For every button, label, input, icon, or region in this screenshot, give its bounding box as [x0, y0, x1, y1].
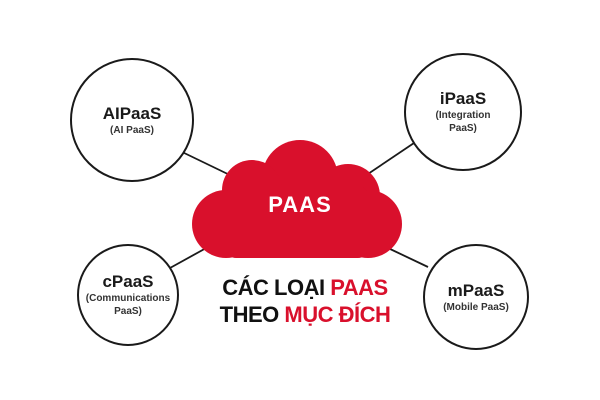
node-subtitle: (Communications PaaS)	[85, 293, 171, 317]
headline-line-1: CÁC LOẠI PAAS	[190, 274, 420, 301]
node-ipaas: iPaaS (Integration PaaS)	[404, 53, 522, 171]
node-title: iPaaS	[439, 89, 487, 108]
headline-line-2: THEO MỤC ĐÍCH	[190, 301, 420, 328]
headline-accent-text: PAAS	[330, 275, 388, 300]
node-title: AIPaaS	[102, 103, 162, 123]
node-subtitle: (Mobile PaaS)	[443, 301, 509, 313]
connector-ipaas	[361, 142, 415, 179]
node-subtitle: (AI PaaS)	[110, 124, 154, 136]
headline-dark-text: CÁC LOẠI	[222, 275, 325, 300]
cloud-icon	[192, 140, 402, 258]
connector-aipaas	[177, 149, 237, 179]
connector-cpaas	[169, 246, 209, 269]
headline-accent-text: MỤC ĐÍCH	[284, 302, 391, 327]
node-cpaas: cPaaS (Communications PaaS)	[77, 244, 179, 346]
cloud-label: PAAS	[268, 192, 332, 217]
connector-mpaas	[387, 247, 429, 268]
node-title: mPaaS	[447, 280, 505, 300]
node-title: cPaaS	[102, 272, 154, 291]
headline-dark-text: THEO	[219, 302, 280, 327]
headline: CÁC LOẠI PAAS THEO MỤC ĐÍCH	[190, 274, 420, 328]
node-subtitle: (Integration PaaS)	[435, 110, 491, 134]
node-aipaas: AIPaaS (AI PaaS)	[70, 58, 194, 182]
node-mpaas: mPaaS (Mobile PaaS)	[423, 244, 529, 350]
